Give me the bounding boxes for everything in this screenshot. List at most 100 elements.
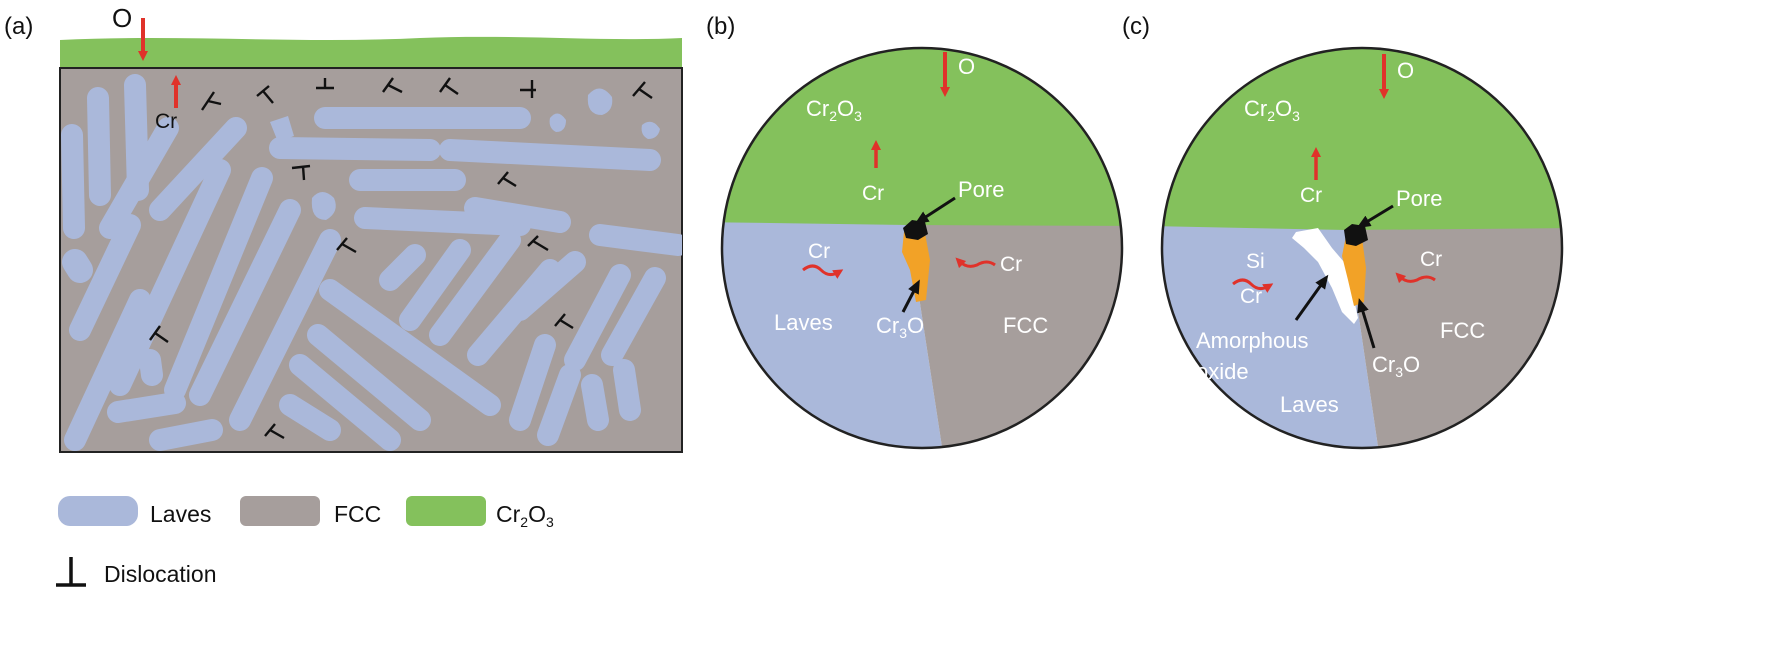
laves-label-c: Laves <box>1280 392 1339 417</box>
legend: Laves FCC Cr2O3 Dislocation <box>56 496 554 587</box>
oxygen-label-c: O <box>1397 58 1414 83</box>
si-label-c: Si <box>1246 250 1265 273</box>
laves-rod <box>64 289 151 451</box>
dislocation-symbol <box>264 423 285 440</box>
laves-rod <box>229 229 341 431</box>
pore-b <box>903 220 928 240</box>
cr-label-a: Cr <box>155 110 177 133</box>
laves-blob <box>270 116 294 142</box>
cr-wavy-arrow-right-c <box>1395 272 1436 284</box>
cr3o-label-c: Cr3O <box>1372 352 1420 380</box>
fcc-region-c <box>1346 228 1562 448</box>
dislocation-symbol <box>291 164 311 181</box>
fcc-label-c: FCC <box>1440 318 1485 343</box>
circle-outline-c <box>1160 46 1564 450</box>
laves-label-b: Laves <box>774 310 833 335</box>
cr-left-label-b: Cr <box>808 240 830 263</box>
cr-up-label-c: Cr <box>1300 184 1322 207</box>
fcc-label-b: FCC <box>1003 313 1048 338</box>
panel-b-tag: (b) <box>706 13 735 40</box>
legend-label-dislocation: Dislocation <box>104 561 217 587</box>
laves-rod <box>149 419 223 451</box>
panel-a: (a) <box>4 3 683 453</box>
cr3o-arrow-b <box>901 279 920 313</box>
laves-rod <box>439 139 661 171</box>
cr-left-label-c: Cr <box>1240 285 1262 308</box>
panel-c: (c) O Cr2O3 Cr Pore Si Cr Cr Amorphous o… <box>1122 13 1564 450</box>
dislocation-symbol <box>497 171 517 188</box>
amorphous-oxide-c <box>1292 228 1358 324</box>
pore-label-b: Pore <box>958 177 1004 202</box>
oxide-label-c: Cr2O3 <box>1244 96 1300 124</box>
laves-rod <box>189 199 301 406</box>
oxide-region-b <box>722 48 1122 230</box>
laves-rod <box>589 224 682 256</box>
legend-swatch-oxide <box>406 496 486 526</box>
laves-rod <box>289 354 401 451</box>
laves-blob <box>549 113 566 132</box>
pore-arrow-c <box>1356 204 1394 229</box>
laves-rod <box>149 117 247 221</box>
laves-rod <box>107 392 186 423</box>
pore-arrow-b <box>914 196 956 225</box>
laves-rod <box>429 229 521 346</box>
panel-c-tag: (c) <box>1122 13 1150 40</box>
oxide-layer-a <box>60 36 682 68</box>
laves-rod <box>62 249 93 283</box>
laves-blob <box>641 121 660 139</box>
dislocation-symbol <box>336 237 357 254</box>
panel-a-tag: (a) <box>4 13 33 40</box>
laves-rod <box>399 239 471 331</box>
circle-outline-b <box>720 46 1124 450</box>
dislocation-symbol <box>520 80 536 98</box>
oxide-region-c <box>1162 48 1562 232</box>
laves-rod <box>139 349 163 386</box>
laves-rod <box>613 359 641 421</box>
laves-rod <box>379 244 426 291</box>
oxygen-label-a: O <box>112 3 132 33</box>
oxygen-label-b: O <box>958 54 975 79</box>
legend-label-laves: Laves <box>150 501 211 527</box>
legend-label-fcc: FCC <box>334 501 381 527</box>
si-cr-wavy-arrow-c <box>1232 278 1274 293</box>
laves-rod <box>354 207 531 236</box>
dislocation-symbol <box>554 313 574 330</box>
cr-wavy-arrow-right-b <box>955 257 996 269</box>
cr-wavy-arrow-left-b <box>802 264 844 279</box>
legend-swatch-laves <box>58 496 138 526</box>
cr3o-phase-c <box>1342 236 1366 306</box>
cr3o-arrow-c <box>1357 298 1376 349</box>
laves-blob <box>311 192 336 220</box>
legend-label-oxide: Cr2O3 <box>496 501 554 530</box>
pore-c <box>1344 224 1368 246</box>
oxide-label-b: Cr2O3 <box>806 96 862 124</box>
cr-right-label-c: Cr <box>1420 248 1442 271</box>
laves-rod <box>99 117 179 239</box>
laves-blob <box>587 88 613 115</box>
laves-rod <box>464 197 571 233</box>
dislocation-symbol <box>439 77 459 95</box>
cr-right-label-b: Cr <box>1000 253 1022 276</box>
laves-rod <box>164 167 273 401</box>
amorphous-label-line1: Amorphous <box>1196 328 1309 353</box>
fcc-region-b <box>908 225 1122 448</box>
laves-rod <box>87 87 111 206</box>
dislocation-symbol <box>382 77 403 94</box>
laves-phases-a <box>61 74 682 451</box>
panel-b: (b) O Cr2O3 Cr Pore Cr Cr Laves FCC Cr3O <box>706 13 1124 450</box>
laves-rod <box>564 264 631 371</box>
dislocation-symbol <box>256 85 274 104</box>
dislocation-symbol <box>527 235 549 252</box>
cr-up-label-b: Cr <box>862 182 884 205</box>
dislocations-a <box>149 77 653 440</box>
laves-blobs-a <box>270 88 660 220</box>
laves-rod <box>279 394 341 441</box>
dislocation-symbol <box>201 91 222 111</box>
dislocation-icon <box>56 557 86 587</box>
laves-rod <box>109 159 231 396</box>
dislocation-symbol <box>149 325 169 343</box>
laves-rod <box>307 324 431 431</box>
laves-rod <box>319 279 501 416</box>
laves-rod <box>69 214 141 341</box>
cr3o-phase-b <box>902 228 930 302</box>
